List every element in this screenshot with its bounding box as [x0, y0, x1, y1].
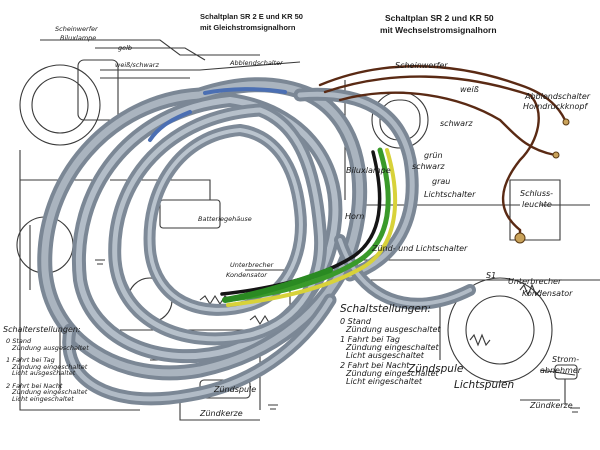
right-label-kondensator: Kondensator	[522, 289, 573, 298]
right-label-schwarz: schwarz	[440, 119, 473, 128]
left-schalt-line: Zündung eingeschaltet	[12, 388, 88, 396]
right-label-lichtschalter: Lichtschalter	[424, 190, 476, 199]
right-label-scheinwerfer: Scheinwerfer	[395, 61, 448, 70]
right-label-lichtspulen: Lichtspulen	[454, 379, 515, 391]
right-label-horndruck: Horndruckknopf	[523, 102, 588, 111]
right-schalt-list: 0 Stand Zündung ausgeschaltet 1 Fahrt be…	[340, 318, 441, 386]
ring-terminal	[514, 118, 570, 244]
left-label-batterie: Batteriegehäuse	[198, 215, 252, 223]
right-label-leuchte: leuchte	[522, 200, 552, 209]
right-schalt-line: Zündung eingeschaltet	[346, 369, 439, 378]
right-label-strom2: abnehmer	[540, 366, 582, 375]
right-label-zundspule: Zündspule	[408, 363, 464, 375]
right-schalt-line: Licht eingeschaltet	[346, 377, 422, 386]
right-label-abblend: Abblendschalter	[525, 92, 591, 101]
left-diagram-subtitle: mit Gleichstromsignalhorn	[200, 23, 296, 32]
left-schalt-line: Zündung ausgeschaltet	[12, 343, 89, 352]
left-schalt-line: 2 Fahrt bei Nacht	[6, 381, 63, 390]
left-schalt-title: Schalterstellungen:	[3, 325, 81, 334]
right-schalt-line: Licht ausgeschaltet	[346, 351, 424, 360]
left-label-kondensator: Kondensator	[226, 271, 267, 279]
right-schalt-line: Zündung ausgeschaltet	[346, 325, 441, 334]
left-schalt-list: 0 Stand Zündung ausgeschaltet 1 Fahrt be…	[6, 338, 89, 402]
left-label-scheinwerfer: Scheinwerfer	[55, 25, 98, 33]
left-label-zundspule: Zündspule	[214, 385, 257, 394]
brown-wires	[318, 65, 567, 237]
right-schalt-line: 1 Fahrt bei Tag	[340, 335, 400, 344]
right-label-zundlicht: Zünd- und Lichtschalter	[372, 244, 468, 253]
left-label-zundkerze: Zündkerze	[200, 409, 243, 418]
right-schalt-line: Zündung eingeschaltet	[346, 343, 439, 352]
left-label-bilux: Biluxlampe	[60, 34, 97, 42]
right-label-s1: S1	[486, 271, 497, 280]
right-label-schluss: Schluss-	[520, 189, 554, 198]
right-label-bilux: Biluxlampe	[346, 166, 391, 175]
left-label-gelb: gelb	[118, 44, 133, 52]
left-schalt-line: 1 Fahrt bei Tag	[6, 356, 55, 364]
right-label-zundkerze: Zündkerze	[530, 401, 573, 410]
left-label-abblend: Abblendschalter	[230, 59, 283, 67]
blue-accent-wire	[148, 87, 287, 142]
left-schalt-line: Zündung eingeschaltet	[12, 362, 88, 371]
left-label-weiss: weiß/schwarz	[115, 61, 159, 69]
right-diagram-title: Schaltplan SR 2 und KR 50	[385, 13, 494, 23]
right-diagram-subtitle: mit Wechselstromsignalhorn	[380, 25, 497, 35]
left-diagram-title: Schaltplan SR 2 E und KR 50	[200, 12, 303, 21]
right-label-schwarz-2: schwarz	[412, 162, 445, 171]
colored-wire-bundle	[220, 147, 398, 307]
right-label-grun: grün	[424, 151, 443, 160]
left-label-unterbrecher: Unterbrecher	[230, 261, 274, 269]
right-label-unterbrecher: Unterbrecher	[508, 277, 562, 286]
right-label-weiss: weiß	[460, 85, 479, 94]
right-schalt-title: Schaltstellungen:	[340, 303, 432, 315]
left-schalt-line: Licht ausgeschaltet	[12, 369, 76, 377]
right-label-grau: grau	[432, 177, 451, 186]
right-schalt-line: 0 Stand	[340, 317, 371, 326]
left-schalt-line: 0 Stand	[6, 337, 32, 345]
right-schalt-line: 2 Fahrt bei Nacht	[340, 361, 410, 370]
left-schalt-line: Licht eingeschaltet	[12, 394, 74, 403]
right-label-strom1: Strom-	[552, 355, 580, 364]
right-label-horn: Horn	[345, 212, 365, 221]
